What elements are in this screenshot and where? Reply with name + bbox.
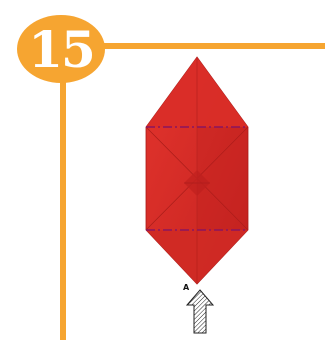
arrow-label: A	[183, 283, 190, 292]
folded-paper	[145, 56, 249, 285]
frame-top-border	[95, 43, 325, 49]
hollow-up-arrow-icon	[185, 289, 215, 334]
frame-left-border	[60, 70, 66, 340]
step-badge: 15	[17, 15, 105, 83]
step-number: 15	[28, 20, 96, 79]
